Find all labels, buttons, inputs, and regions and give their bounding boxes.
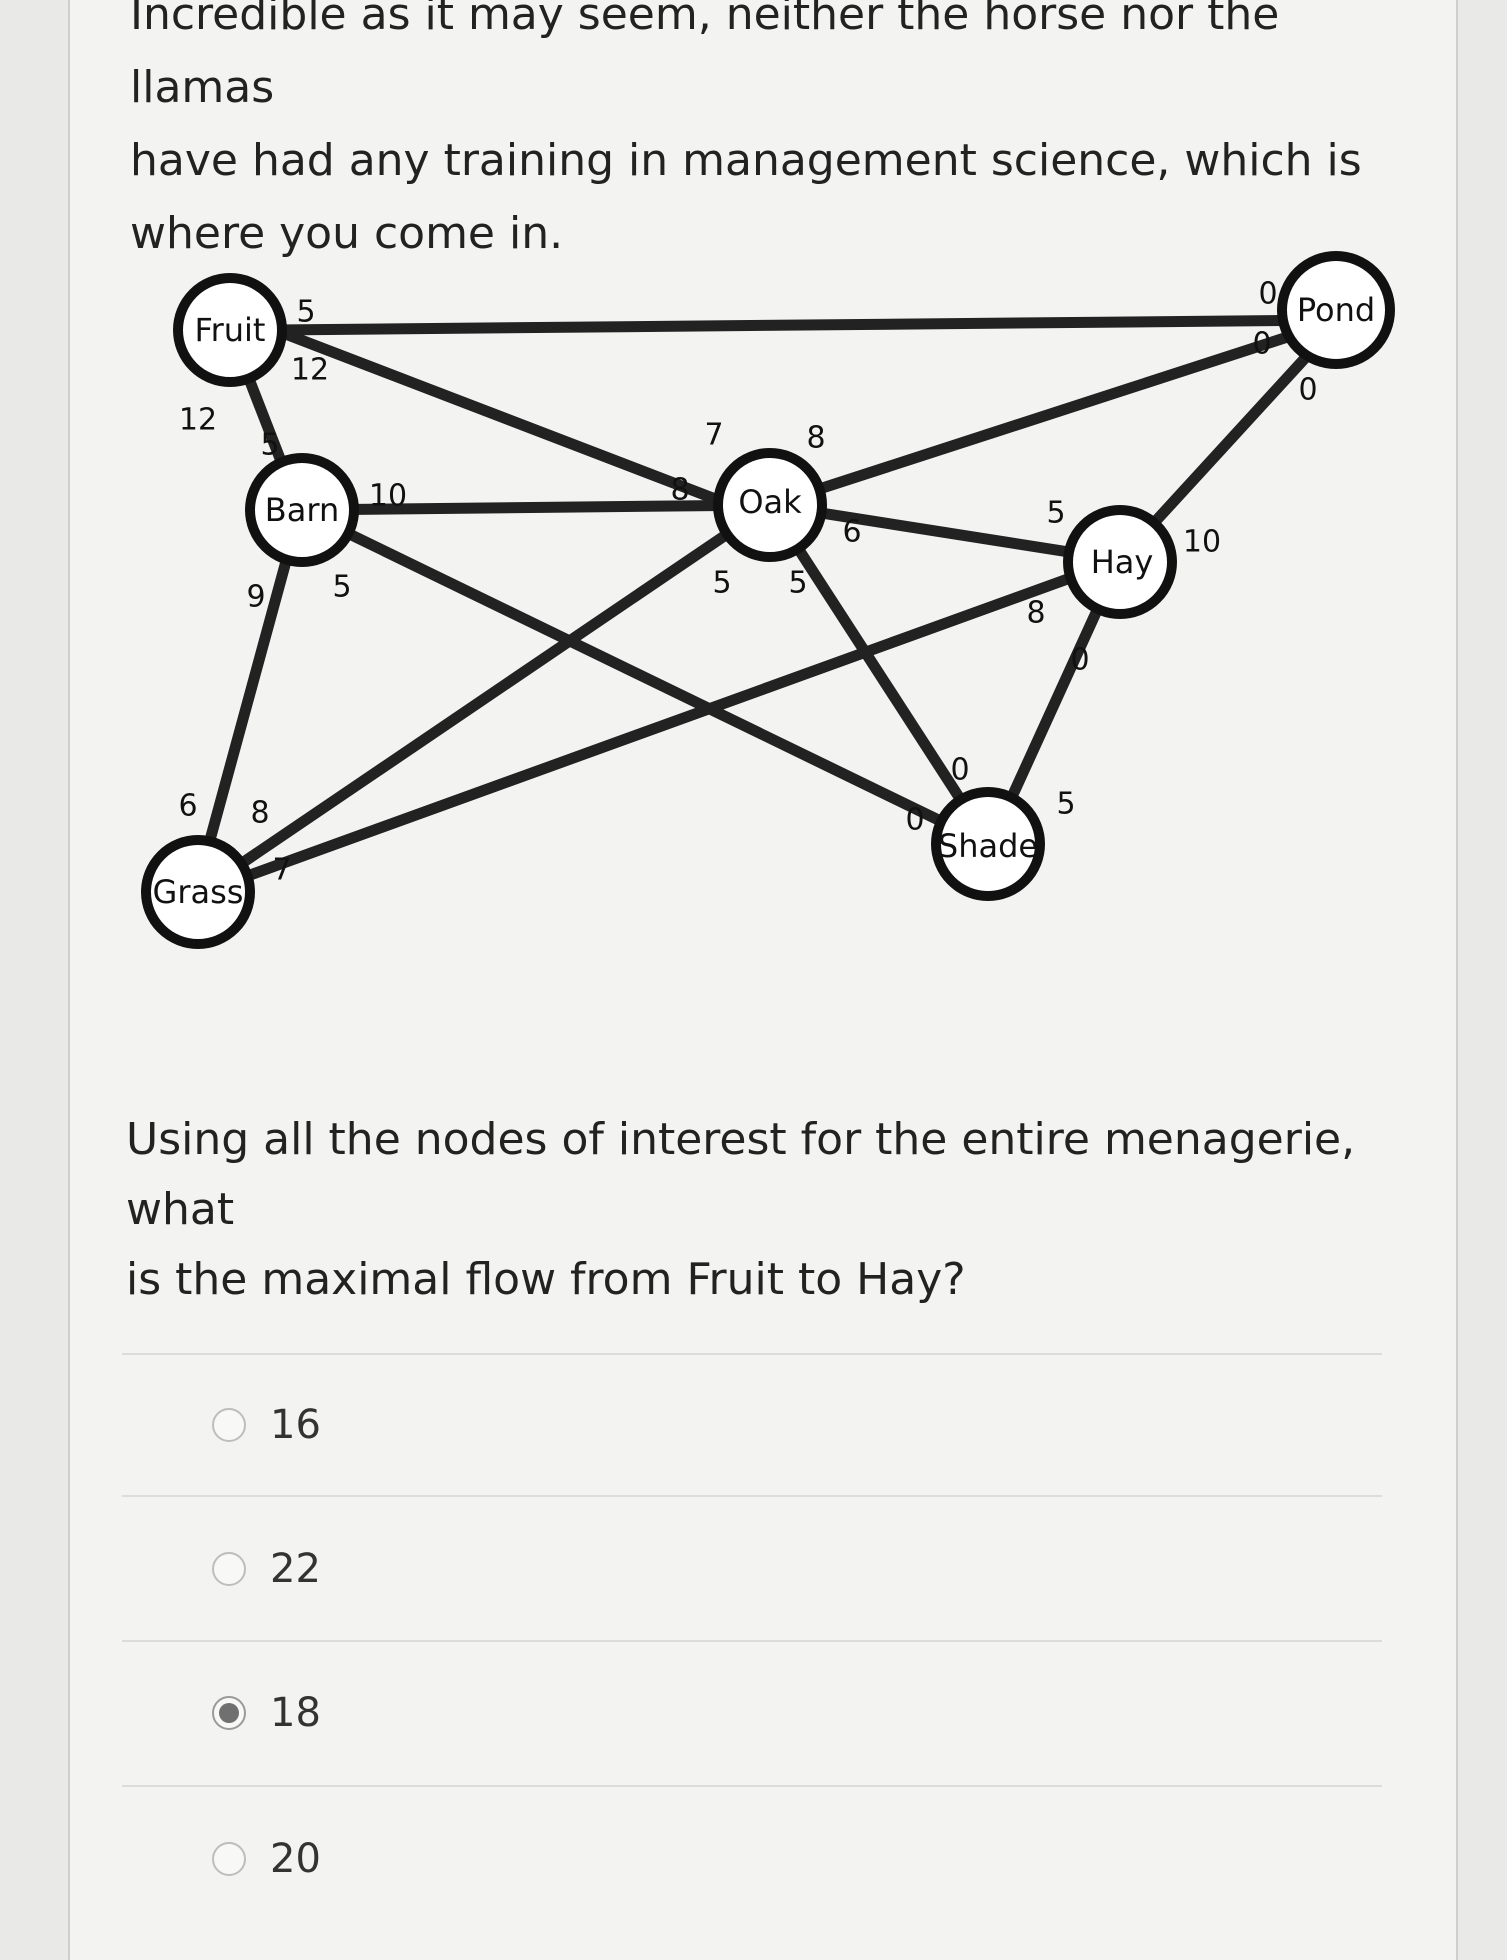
radio-button[interactable] [212,1696,246,1730]
cap-barn-oak-8: 8 [670,473,689,508]
node-label-shade: Shade [938,827,1038,865]
cap-pond-hay-10: 10 [1183,525,1221,560]
edge-barn-grass [189,504,306,901]
node-label-fruit: Fruit [195,311,266,349]
intro-text: Incredible as it may seem, neither the h… [130,0,1400,270]
cap-barn-oak-10: 10 [369,479,407,514]
cap-fruit-barn-5: 5 [260,428,279,463]
radio-button[interactable] [212,1408,246,1442]
edge-barn-oak [294,499,776,516]
option-label: 16 [270,1402,321,1448]
cap-fruit-pond-0: 0 [1258,277,1277,312]
capacity-labels: 5 0 12 7 12 5 10 8 9 6 5 0 8 0 6 5 5 7 5… [178,277,1317,888]
option-label: 18 [270,1690,321,1736]
edge-hay-grass [189,554,1126,901]
radio-button[interactable] [212,1842,246,1876]
node-oak: Oak [713,448,827,562]
node-label-pond: Pond [1297,291,1375,329]
edge-fruit-oak [269,324,776,526]
quiz-page: Incredible as it may seem, neither the h… [68,0,1458,1960]
nodes: Fruit Barn Oak Pond Hay Shade [141,251,1395,949]
cap-fruit-barn-12: 12 [179,403,217,438]
cap-hay-shade-0: 0 [1070,643,1089,678]
edge-fruit-pond [269,314,1346,336]
cap-hay-shade-5: 5 [1056,787,1075,822]
answer-option-2[interactable]: 22 [212,1539,321,1599]
node-label-barn: Barn [265,491,339,529]
radio-button[interactable] [212,1552,246,1586]
cap-hay-grass-8b: 8 [250,796,269,831]
edges [189,314,1346,901]
cap-barn-grass-9: 9 [246,580,265,615]
option-divider [122,1640,1382,1642]
node-fruit: Fruit [173,273,287,387]
edge-oak-shade [764,499,996,851]
cap-oak-hay-6: 6 [842,515,861,550]
option-divider [122,1495,1382,1497]
cap-fruit-oak-7: 7 [704,418,723,453]
node-label-hay: Hay [1091,543,1154,581]
cap-hay-grass-8: 8 [1026,596,1045,631]
node-hay: Hay [1063,505,1177,619]
cap-barn-shade-5: 5 [332,570,351,605]
cap-oak-hay-5: 5 [1046,496,1065,531]
node-grass: Grass [141,835,255,949]
cap-oak-pond-8: 8 [806,421,825,456]
edge-barn-shade [294,504,996,851]
node-pond: Pond [1277,251,1395,369]
node-label-oak: Oak [738,483,802,521]
answer-option-1[interactable]: 16 [212,1395,321,1455]
cap-pond-hay-0: 0 [1298,373,1317,408]
node-barn: Barn [245,453,359,567]
answer-option-4[interactable]: 20 [212,1829,321,1889]
option-label: 22 [270,1546,321,1592]
cap-fruit-pond-5: 5 [296,295,315,330]
option-divider [122,1785,1382,1787]
cap-oak-pond-0: 0 [1252,327,1271,362]
cap-oak-shade-0: 0 [950,753,969,788]
intro-line-3: where you come in. [130,208,564,259]
network-diagram: 5 0 12 7 12 5 10 8 9 6 5 0 8 0 6 5 5 7 5… [141,251,1395,949]
cap-barn-grass-6: 6 [178,789,197,824]
cap-oak-grass-7: 7 [272,853,291,888]
cap-barn-shade-0: 0 [905,803,924,838]
intro-line-2: have had any training in management scie… [130,135,1362,186]
question-text: Using all the nodes of interest for the … [126,1105,1416,1315]
edge-oak-hay [764,499,1126,566]
node-shade: Shade [931,787,1045,901]
cap-oak-shade-5: 5 [788,566,807,601]
option-label: 20 [270,1836,321,1882]
intro-line-1: Incredible as it may seem, neither the h… [130,0,1280,113]
question-line-1: Using all the nodes of interest for the … [126,1114,1356,1235]
option-divider [122,1353,1382,1355]
edge-oak-grass [189,499,776,901]
edge-oak-pond [764,314,1346,511]
cap-fruit-oak-12: 12 [291,353,329,388]
node-label-grass: Grass [153,873,244,911]
cap-oak-grass-5: 5 [712,566,731,601]
answer-option-3[interactable]: 18 [212,1683,321,1743]
question-line-2: is the maximal flow from Fruit to Hay? [126,1254,966,1305]
